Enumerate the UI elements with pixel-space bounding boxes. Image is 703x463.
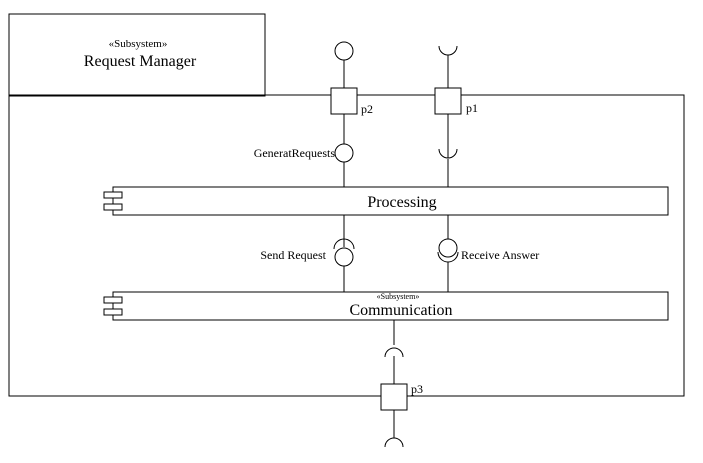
port-p3[interactable] (380, 383, 408, 411)
send-request-label: Send Request (260, 248, 326, 262)
external-required-interface-p1 (438, 45, 458, 56)
subsystem-body (8, 94, 685, 397)
communication-required-interface (384, 347, 404, 358)
processing-component-icon-bottom (103, 203, 123, 211)
processing-component-icon-top (103, 191, 123, 199)
processing-component[interactable] (112, 186, 669, 216)
communication-component-icon-bottom (103, 308, 123, 316)
communication-component-label: Communication (349, 302, 452, 319)
subsystem-tab (8, 13, 266, 97)
port-p2-label: p2 (361, 102, 373, 116)
subsystem-stereotype: «Subsystem» (109, 38, 168, 50)
receive-answer-ball (438, 238, 458, 258)
communication-component-icon-top (103, 296, 123, 304)
external-provided-interface-p2 (334, 41, 354, 61)
port-p3-label: p3 (411, 382, 423, 396)
port-p1[interactable] (434, 87, 462, 115)
send-request-socket (333, 238, 355, 250)
port-p2[interactable] (330, 87, 358, 115)
processing-component-label: Processing (367, 194, 436, 211)
generate-requests-label: GeneratRequests (254, 146, 336, 160)
receive-answer-label: Receive Answer (461, 248, 539, 262)
send-request-ball (334, 247, 354, 267)
subsystem-title: Request Manager (84, 53, 197, 70)
port-p1-label: p1 (466, 101, 478, 115)
communication-component[interactable] (112, 291, 669, 321)
external-required-interface-p3 (384, 437, 404, 448)
communication-stereotype: «Subsystem» (377, 292, 420, 301)
generate-requests-interface (334, 143, 354, 163)
processing-required-interface (438, 148, 458, 159)
